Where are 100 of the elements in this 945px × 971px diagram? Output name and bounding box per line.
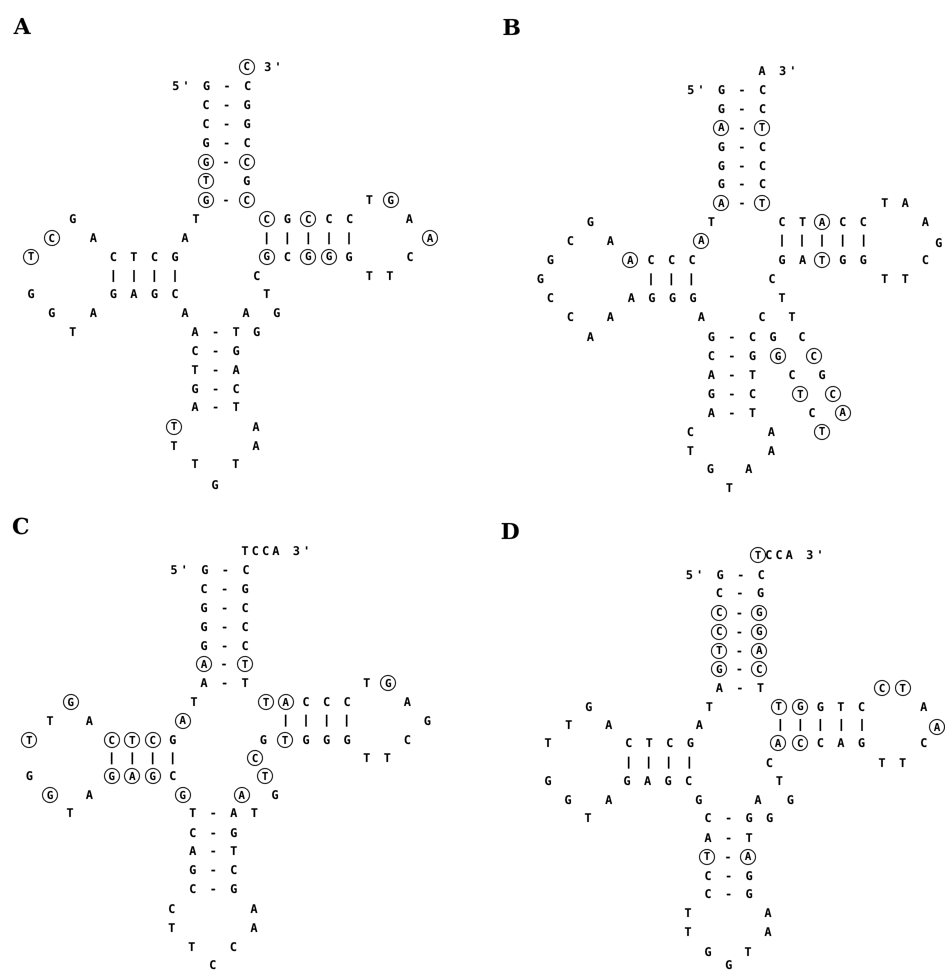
base-letter: A [764,925,775,940]
base-letter: A [768,424,778,439]
sequence-text: 5' G - C [172,79,254,93]
circled-base: T [257,768,273,784]
base-letter: A [696,718,706,732]
base-letter: T [544,736,555,750]
circled-base: G [62,694,79,710]
base-letter: C [808,406,819,420]
base-letter: C [284,250,294,264]
sequence-text: 5' G - C [686,568,768,582]
sequence-text: A - T [708,368,760,382]
sequence-text: C T C G [625,736,697,750]
circled-base: G [382,192,399,208]
circled-base: G [770,348,786,364]
circled-base: A [751,642,768,659]
base-letter: T [778,290,789,305]
base-letter: G [544,774,555,788]
circled-base: C [258,211,275,227]
base-letter: C [566,310,577,324]
base-letter: T [788,310,799,324]
base-letter: T [686,444,697,458]
circled-base: T [711,642,728,659]
base-letter: G [27,287,38,301]
base-letter: G [695,793,706,807]
sequence-text: C C [839,215,870,230]
base-letter: C [758,310,769,324]
sequence-text: C - G [202,98,254,112]
sequence-text: 5' G - C [170,563,253,577]
sequence-text: T T [366,269,397,283]
base-letter: G [284,212,294,226]
circled-base: G [300,248,316,265]
base-letter: G [424,714,434,728]
sequence-text: A - T [191,400,243,414]
sequence-text: C - G [200,582,252,596]
base-letter: A [606,310,617,324]
sequence-text: G - C [200,600,252,615]
circled-base: T [754,120,770,136]
base-letter: C [766,756,776,770]
base-letter: G [564,793,575,807]
sequence-text: C C [325,212,356,226]
sequence-text: C T C G [110,250,182,264]
base-letter: A [605,793,616,807]
sequence-text: G A [778,253,810,267]
sequence-text: G - C [718,140,770,154]
base-letter: C [922,253,932,267]
circled-base: C [806,348,822,364]
circled-base: T [894,680,911,696]
sequence-text: T T [363,751,394,766]
base-letter: G [706,462,717,476]
base-letter: G [243,174,254,188]
circled-base: G [144,768,161,784]
base-letter: A [698,310,708,324]
circled-base: T [198,172,214,189]
sequence-text: T A [881,196,912,210]
circled-base: C [238,58,255,75]
pair-dash: - [222,155,233,169]
sequence-text: T - A T [189,806,261,820]
circled-base: A [814,214,830,230]
base-letter: A [586,330,597,344]
circled-base: C [711,604,728,621]
base-letter: T [168,921,178,936]
base-letter: G [818,368,829,382]
sequence-text: G A G C [623,774,696,788]
circled-base: C [792,735,808,752]
base-letter: A [404,695,414,710]
base-letter: A [605,718,616,732]
base-letter: C [768,272,779,286]
base-letter: A [181,306,192,320]
base-letter: G [935,236,945,250]
circled-base: A [929,719,945,736]
panel-label: C [12,514,30,540]
base-letter: A [406,212,416,226]
sequence-text: G G [839,253,870,267]
circled-base: T [792,386,808,402]
circled-base: G [380,675,396,692]
circled-base: T [814,424,830,440]
base-letter: A [86,714,96,728]
sequence-text: A - T [200,676,252,690]
base-letter: T [565,718,576,732]
circled-base: T [814,252,830,268]
base-letter: G [725,958,736,971]
circled-base: A [422,230,438,246]
circled-base: T [237,656,253,672]
circled-base: C [144,732,161,748]
base-letter: A [181,231,192,246]
panel-label: A [14,14,31,40]
base-letter: G [786,793,797,807]
base-letter: A [606,234,617,248]
base-letter: A [252,420,263,434]
sequence-text: A G G G [628,290,700,305]
pair-dash: - [736,606,746,620]
circled-base: A [234,787,250,803]
base-letter: G [48,306,58,320]
base-letter: G [260,733,270,747]
circled-base: C [300,211,316,227]
base-letter: T [66,806,77,820]
sequence-text: C C C [302,695,354,710]
panel-label: D [500,518,520,545]
circled-base: G [792,698,808,715]
circled-base: G [42,787,58,803]
